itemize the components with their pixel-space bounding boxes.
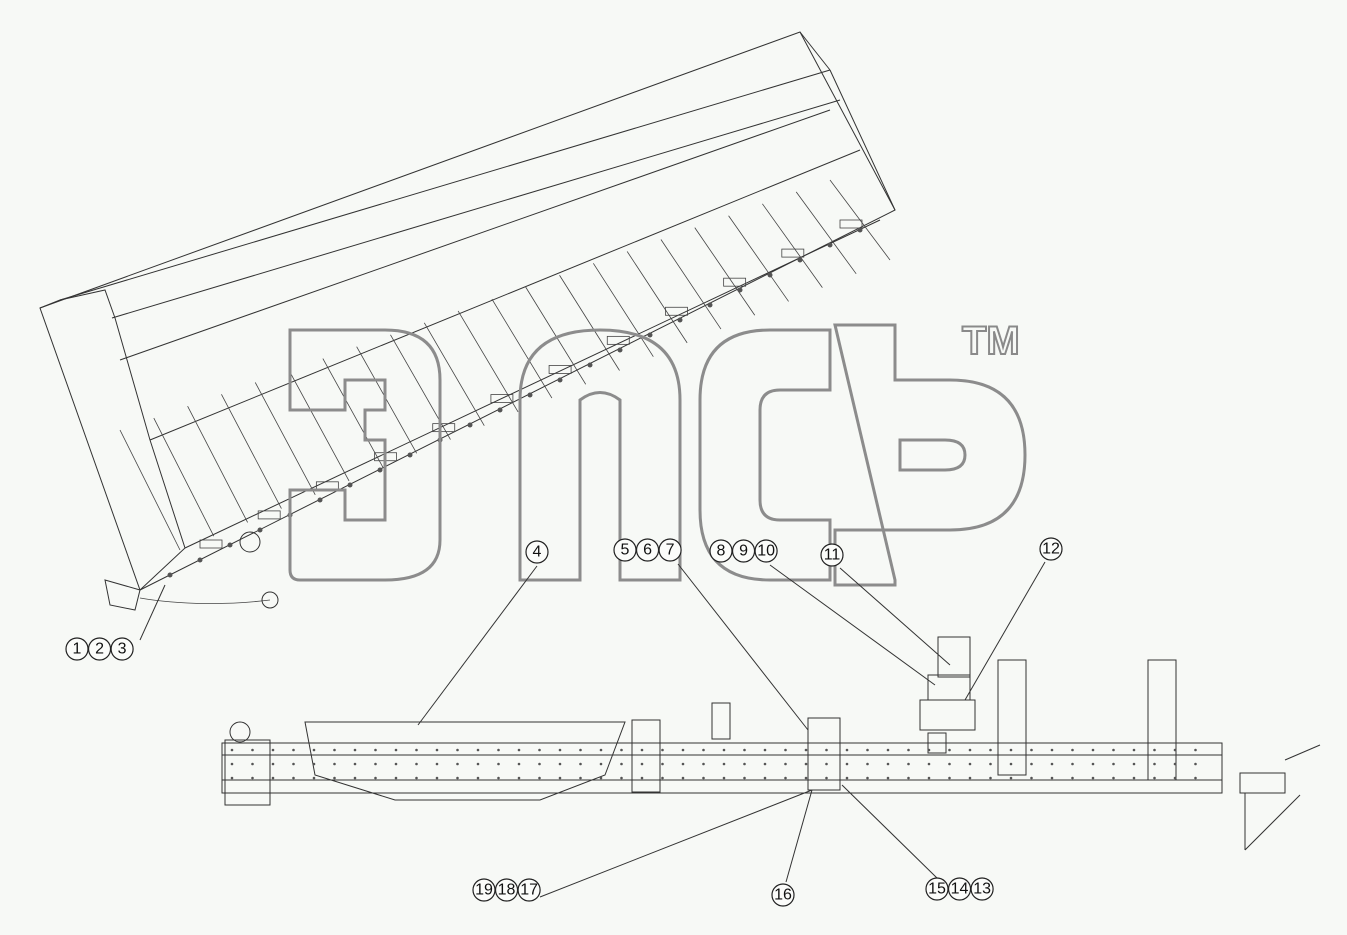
callout-5: 5: [613, 538, 637, 562]
callout-balloon: [820, 543, 844, 567]
callout-number: 12: [1042, 541, 1060, 558]
callout-14: 14: [947, 877, 972, 901]
callout-number: 16: [774, 887, 792, 904]
callout-9: 9: [731, 539, 756, 563]
callout-11: 11: [820, 543, 844, 567]
callout-3: 3: [110, 637, 134, 661]
callout-number: 6: [643, 542, 652, 559]
watermark-logo: TM: [288, 318, 1027, 587]
callout-10: 10: [754, 539, 778, 563]
callout-balloon: [658, 538, 682, 562]
dump-body: [39, 31, 896, 611]
callout-number: 9: [739, 543, 748, 560]
callout-number: 5: [621, 542, 630, 559]
callout-12: 12: [1039, 537, 1063, 561]
chassis-frame: [221, 636, 1321, 851]
callout-6: 6: [635, 538, 660, 562]
callout-1: 1: [65, 637, 89, 661]
callout-number: 18: [498, 882, 516, 899]
callout-number: 14: [951, 881, 969, 898]
callout-number: 17: [520, 882, 538, 899]
callout-17: 17: [517, 878, 541, 902]
callout-number: 7: [666, 542, 675, 559]
callout-number: 10: [757, 543, 775, 560]
callout-19: 19: [472, 878, 496, 902]
callout-13: 13: [970, 877, 994, 901]
callout-number: 13: [973, 881, 991, 898]
callout-number: 1: [73, 641, 82, 658]
callout-18: 18: [494, 878, 519, 902]
callout-number: 3: [118, 641, 127, 658]
callout-number: 15: [928, 881, 946, 898]
callout-7: 7: [658, 538, 682, 562]
callout-number: 11: [824, 547, 841, 564]
callout-balloon: [110, 637, 134, 661]
callout-15: 15: [925, 877, 949, 901]
callout-balloon: [525, 540, 549, 564]
callout-number: 2: [95, 641, 104, 658]
callout-balloon: [1039, 537, 1063, 561]
callout-number: 19: [475, 882, 493, 899]
callout-number: 8: [717, 543, 726, 560]
trademark-mark: TM: [962, 319, 1020, 363]
callout-4: 4: [525, 540, 549, 564]
leader-lines: [139, 561, 1046, 898]
callout-number: 4: [533, 544, 542, 561]
callout-balloon: [754, 539, 778, 563]
callout-8: 8: [709, 539, 733, 563]
callout-balloon: [517, 878, 541, 902]
callout-balloon: [771, 883, 795, 907]
callout-balloon: [970, 877, 994, 901]
callout-2: 2: [87, 637, 112, 661]
callout-16: 16: [771, 883, 795, 907]
